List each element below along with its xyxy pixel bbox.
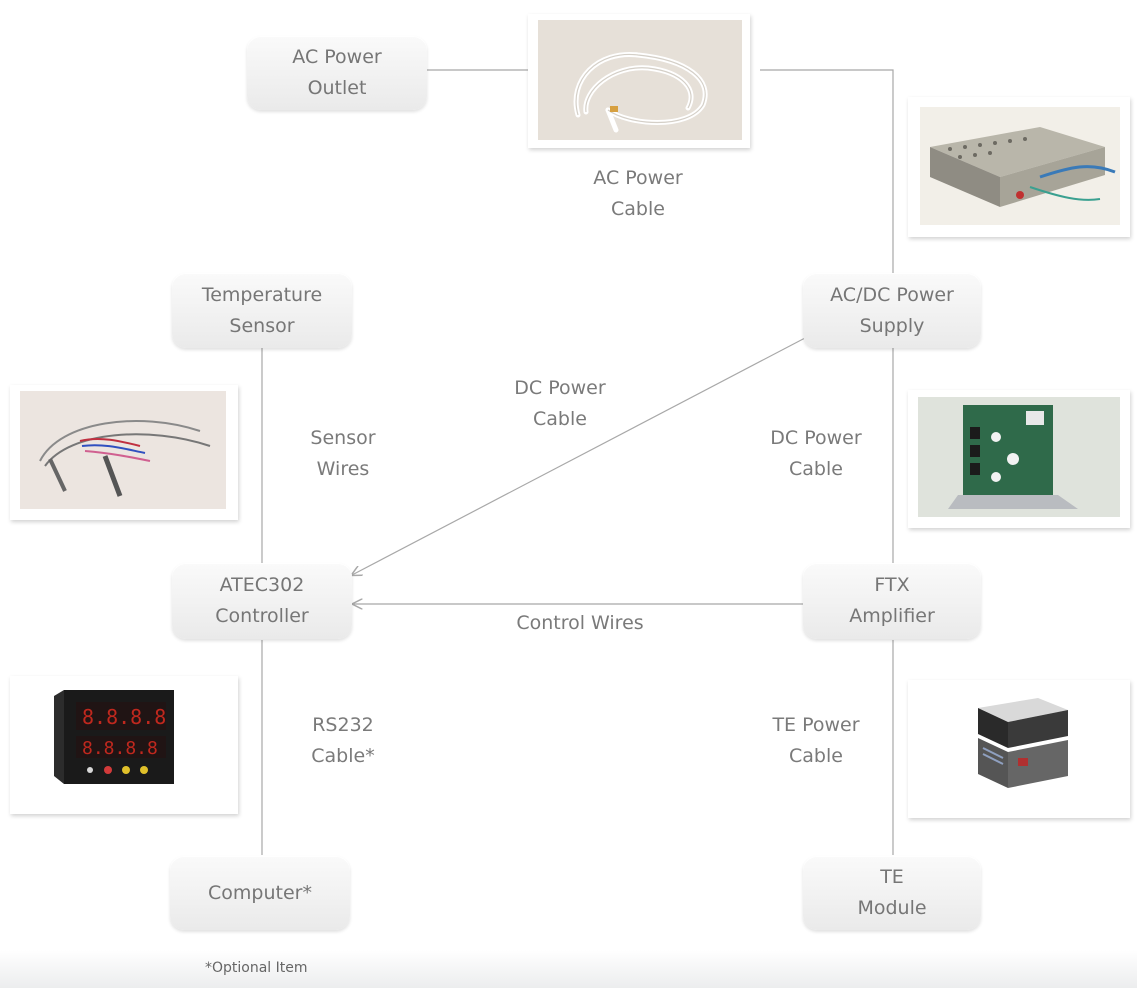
svg-text:8.8.8.8: 8.8.8.8 (82, 738, 158, 759)
node-label-line: Computer* (208, 881, 312, 904)
node-label-line: ATEC302 (219, 574, 305, 596)
amplifier-board-photo (908, 390, 1130, 528)
edge-label-line: Sensor (310, 427, 376, 449)
node-label-line: Supply (859, 314, 925, 337)
ac-power-outlet-node: AC Power Outlet (247, 36, 427, 110)
node-label-line: Controller (215, 605, 309, 627)
node-label-line: Temperature (201, 283, 323, 306)
wire-supply-to-controller (352, 337, 806, 575)
computer-node: Computer* (170, 856, 350, 930)
edge-label-line: Cable (533, 408, 587, 430)
power-supply-photo (908, 97, 1130, 237)
wire-cable-to-supply (760, 69, 894, 278)
optional-item-footnote: *Optional Item (205, 960, 308, 976)
edge-label-line: Cable* (311, 745, 375, 767)
dc-power-cable-right-label: DC Power Cable (746, 423, 886, 485)
edge-label-line: Control Wires (516, 612, 644, 634)
ftx-amplifier-node: FTX Amplifier (803, 563, 981, 639)
node-label-line: TE (880, 866, 904, 888)
edge-label-line: Cable (789, 458, 843, 480)
rs232-cable-label: RS232 Cable* (283, 710, 403, 772)
node-label-line: AC Power (292, 46, 382, 68)
node-label-line: Amplifier (849, 605, 935, 627)
edge-label-line: Cable (611, 198, 665, 220)
temperature-sensor-photo (10, 385, 238, 520)
edge-label-line: Cable (789, 745, 843, 767)
control-wires-label: Control Wires (490, 608, 670, 639)
edge-label-line: TE Power (772, 714, 860, 736)
node-label-line: Module (857, 897, 927, 919)
controller-device-photo: 8.8.8.8 8.8.8.8 (10, 676, 238, 814)
svg-text:8.8.8.8: 8.8.8.8 (82, 705, 166, 729)
bottom-fade (0, 950, 1137, 988)
node-label-line: AC/DC Power (830, 283, 954, 306)
edge-label-line: Wires (316, 458, 370, 480)
sensor-wires-label: Sensor Wires (283, 423, 403, 485)
atec302-controller-node: ATEC302 Controller (172, 563, 352, 639)
ac-power-cable-label: AC Power Cable (568, 163, 708, 225)
temperature-sensor-node: Temperature Sensor (172, 273, 352, 348)
edge-label-line: RS232 (312, 714, 374, 736)
node-label-line: Sensor (229, 314, 295, 337)
edge-label-line: AC Power (593, 167, 683, 189)
te-module-photo (908, 680, 1130, 818)
edge-label-line: DC Power (770, 427, 862, 449)
te-module-node: TE Module (803, 856, 981, 930)
acdc-power-supply-node: AC/DC Power Supply (803, 273, 981, 348)
ac-power-cable-photo (528, 14, 750, 148)
te-power-cable-label: TE Power Cable (746, 710, 886, 772)
node-label-line: Outlet (307, 77, 367, 99)
dc-power-cable-diagonal-label: DC Power Cable (490, 373, 630, 435)
edge-label-line: DC Power (514, 377, 606, 399)
node-label-line: FTX (874, 574, 910, 596)
